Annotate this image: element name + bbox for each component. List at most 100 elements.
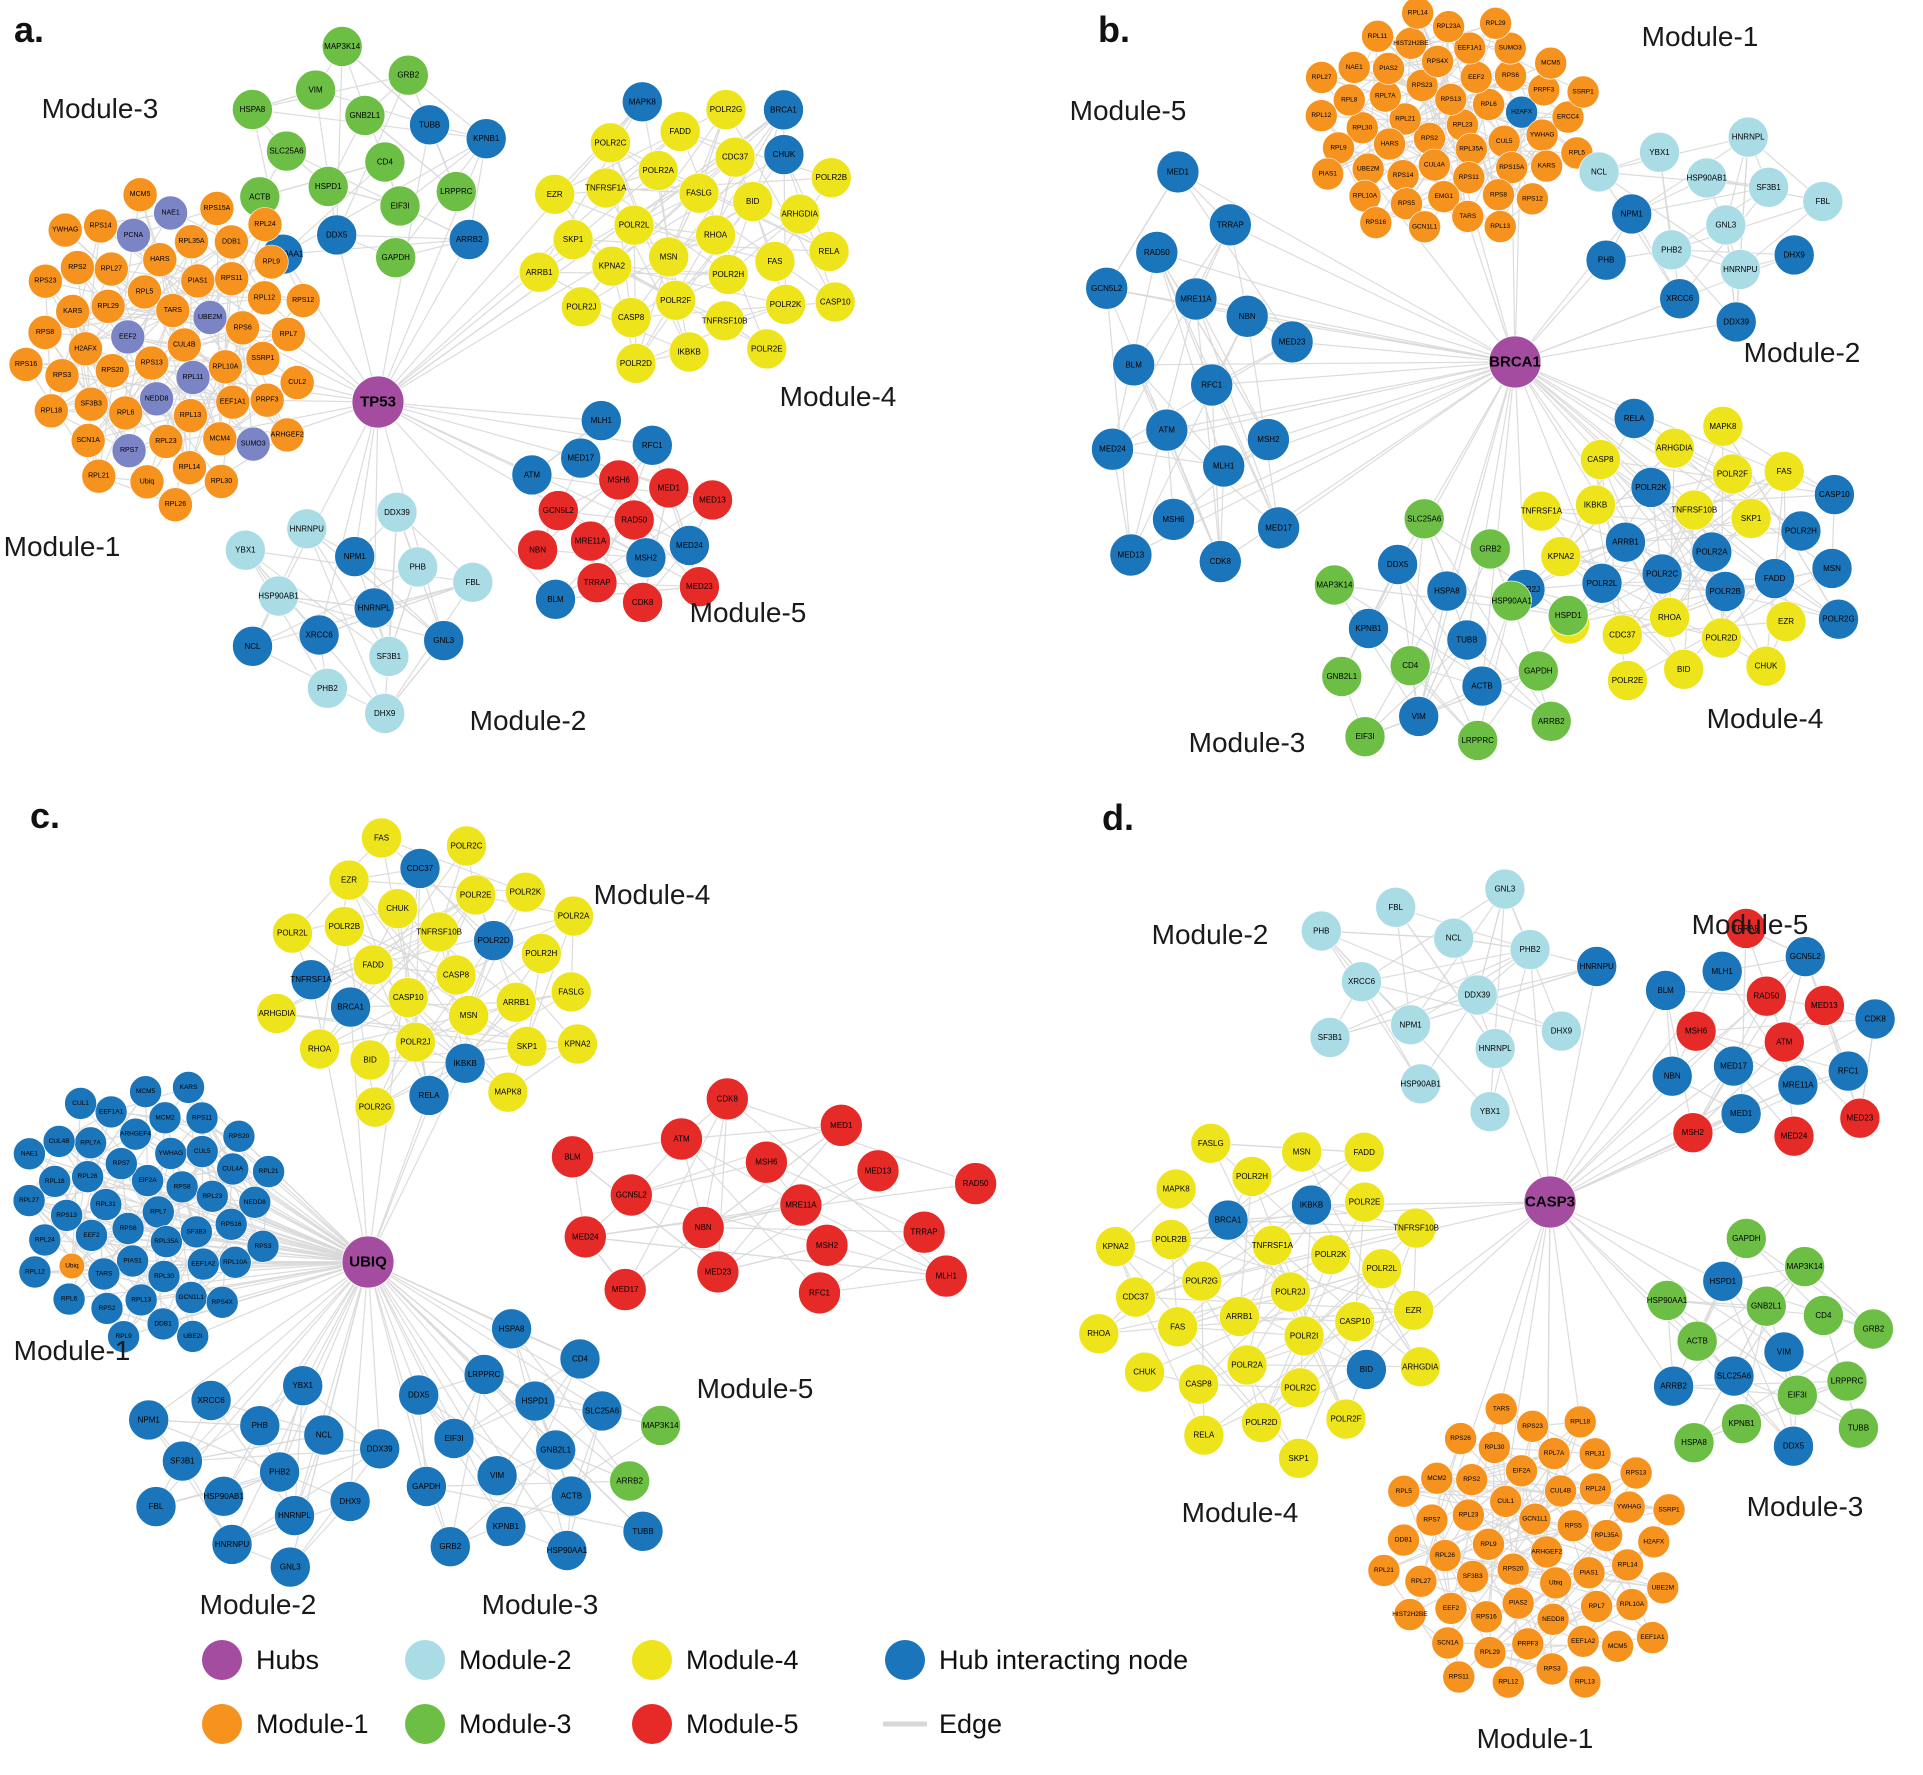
gene-node-circle [1405,69,1439,102]
gene-node: GNB2L1 [344,95,386,136]
gene-node-circle [1605,521,1646,563]
gene-node-circle [576,562,618,604]
gene-node: MCM5 [1534,46,1567,80]
gene-node: CHUK [377,888,418,930]
gene-node-circle [205,1286,239,1319]
gene-label: MLH1 [936,1272,958,1281]
gene-label: MAP3K14 [1787,1262,1824,1271]
gene-node: RPS7 [111,433,147,469]
edge [1444,1555,1491,1653]
gene-node: RFC1 [798,1271,841,1315]
gene-label: RPL5 [136,288,154,295]
gene-node-circle [1470,528,1511,570]
gene-node-circle [1426,570,1468,612]
gene-label: SKP1 [563,235,584,244]
gene-node-circle [1199,540,1242,583]
gene-node-circle [1375,886,1416,928]
edge [1320,930,1422,1085]
edge [148,1419,233,1545]
gene-node-circle [1305,99,1338,132]
gene-label: RPL23A [1436,23,1461,30]
gene-node-circle [190,1380,232,1421]
gene-node: RPL29 [1479,6,1512,40]
gene-node: DDB1 [1387,1523,1420,1557]
gene-node-circle [1637,1525,1671,1559]
gene-node-circle [746,328,788,370]
gene-node: DHX9 [364,693,406,734]
gene-node-circle [1580,439,1621,480]
gene-label: NCL [1591,167,1608,176]
gene-node-circle [148,424,184,459]
gene-node-circle [1575,484,1616,526]
gene-node-circle [924,1254,968,1298]
gene-node-circle [455,874,497,916]
gene-label: HSP90AA1 [547,1546,588,1555]
gene-node-circle [1278,1438,1319,1479]
gene-node: TRRAP [902,1210,946,1254]
gene-node: PRPF3 [1511,1627,1545,1661]
gene-label: NPM1 [138,1415,161,1424]
module-label: Module-3 [482,1589,599,1620]
gene-label: HSPD1 [1555,611,1582,620]
gene-label: DDX5 [1387,560,1409,569]
gene-node-circle [1279,1367,1321,1409]
gene-node-circle [668,331,710,373]
gene-node: RPS16 [1359,206,1393,239]
edge [1671,200,1823,251]
gene-label: HSP90AB1 [258,592,299,601]
gene-node: YWHAG [154,1137,188,1170]
gene-node: GRB2 [429,1526,471,1567]
gene-node: RPS8 [27,315,63,350]
gene-node-circle [1367,1554,1401,1587]
panel-letter: b. [1098,9,1130,50]
gene-node: BID [349,1039,391,1081]
gene-label: RPL8 [1341,97,1358,104]
gene-node: POLR2A [553,895,594,937]
gene-node-circle [239,1405,281,1446]
gene-label: MRE11A [785,1201,817,1210]
gene-node: RELA [408,1075,450,1116]
gene-label: TARS [164,307,182,314]
gene-label: UBE2M [1652,1584,1674,1591]
gene-node-circle [557,1023,598,1065]
edge [426,1480,630,1488]
gene-node: KPNB1 [1721,1403,1762,1444]
gene-node-circle [902,1210,946,1254]
gene-node-circle [1641,553,1683,595]
gene-node-circle [1309,1017,1351,1058]
gene-label: ARHGDIA [1656,444,1693,453]
gene-node: RPS15A [199,191,235,226]
gene-label: RPL35A [1594,1532,1619,1539]
gene-label: ERCC4 [1557,114,1579,121]
gene-node: NPM1 [1611,193,1652,235]
gene-node-circle [448,219,490,260]
gene-label: PHB2 [269,1468,290,1477]
gene-node-circle [615,342,657,384]
edge [1144,1268,1382,1373]
gene-node: CHUK [1745,645,1787,687]
gene-label: RPL5 [1569,150,1586,157]
gene-label: FAS [767,257,782,266]
gene-node: RPL27 [1305,61,1338,94]
gene-node: MSH6 [1152,498,1195,541]
gene-node: NEDD8 [238,1186,272,1219]
hub-edge [1177,171,1516,363]
gene-label: CHUK [386,904,409,913]
legend-item: Edge [883,1709,1002,1739]
gene-node-circle [1726,1218,1767,1259]
gene-node: POLR2H [707,254,749,295]
gene-label: GRB2 [1479,544,1501,553]
gene-node-circle [550,971,592,1013]
gene-label: TUBB [632,1527,653,1536]
gene-node: EEF1A1 [1636,1621,1669,1654]
gene-node: POLR2A [637,150,679,191]
gene-node-circle [1190,363,1233,407]
gene-node: UBE2M [192,300,228,335]
gene-node-circle [1095,1226,1136,1267]
gene-node: RPL6 [52,1282,86,1316]
gene-node-circle [765,284,806,325]
gene-node-circle [622,1511,664,1552]
gene-node: BLM [1112,343,1155,387]
gene-node-circle [1346,1349,1387,1390]
edge [1111,224,1231,450]
